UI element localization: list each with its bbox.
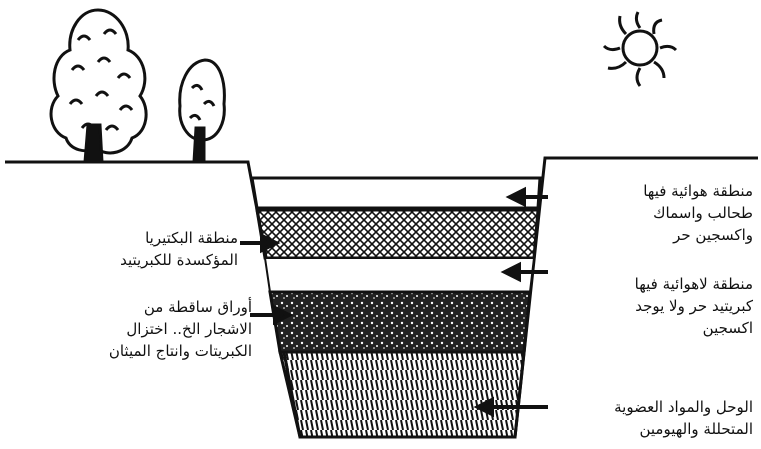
large-tree-icon (51, 10, 146, 162)
small-tree-icon (180, 60, 225, 162)
label-mud-layer: الوحل والمواد العضوية المتحللة والهيومين (614, 396, 753, 440)
leaf-litter-layer (270, 292, 530, 352)
label-bacteria-zone: منطقة البكتيريا المؤكسدة للكبريتيد (110, 227, 238, 271)
mud-layer (280, 352, 524, 437)
label-aerobic-zone: منطقة هوائية فيها طحالب واسماك واكسجين ح… (643, 180, 753, 246)
sun-icon (604, 12, 676, 86)
aerobic-water-layer (252, 178, 540, 208)
label-anaerobic-zone: منطقة لاهوائية فيها كبريتيد حر ولا يوجد … (635, 273, 753, 339)
anaerobic-water-layer (265, 258, 534, 292)
bacteria-layer (257, 210, 538, 258)
label-fallen-leaves: أوراق ساقطة من الاشجار الخ.. اختزال الكب… (20, 296, 252, 362)
